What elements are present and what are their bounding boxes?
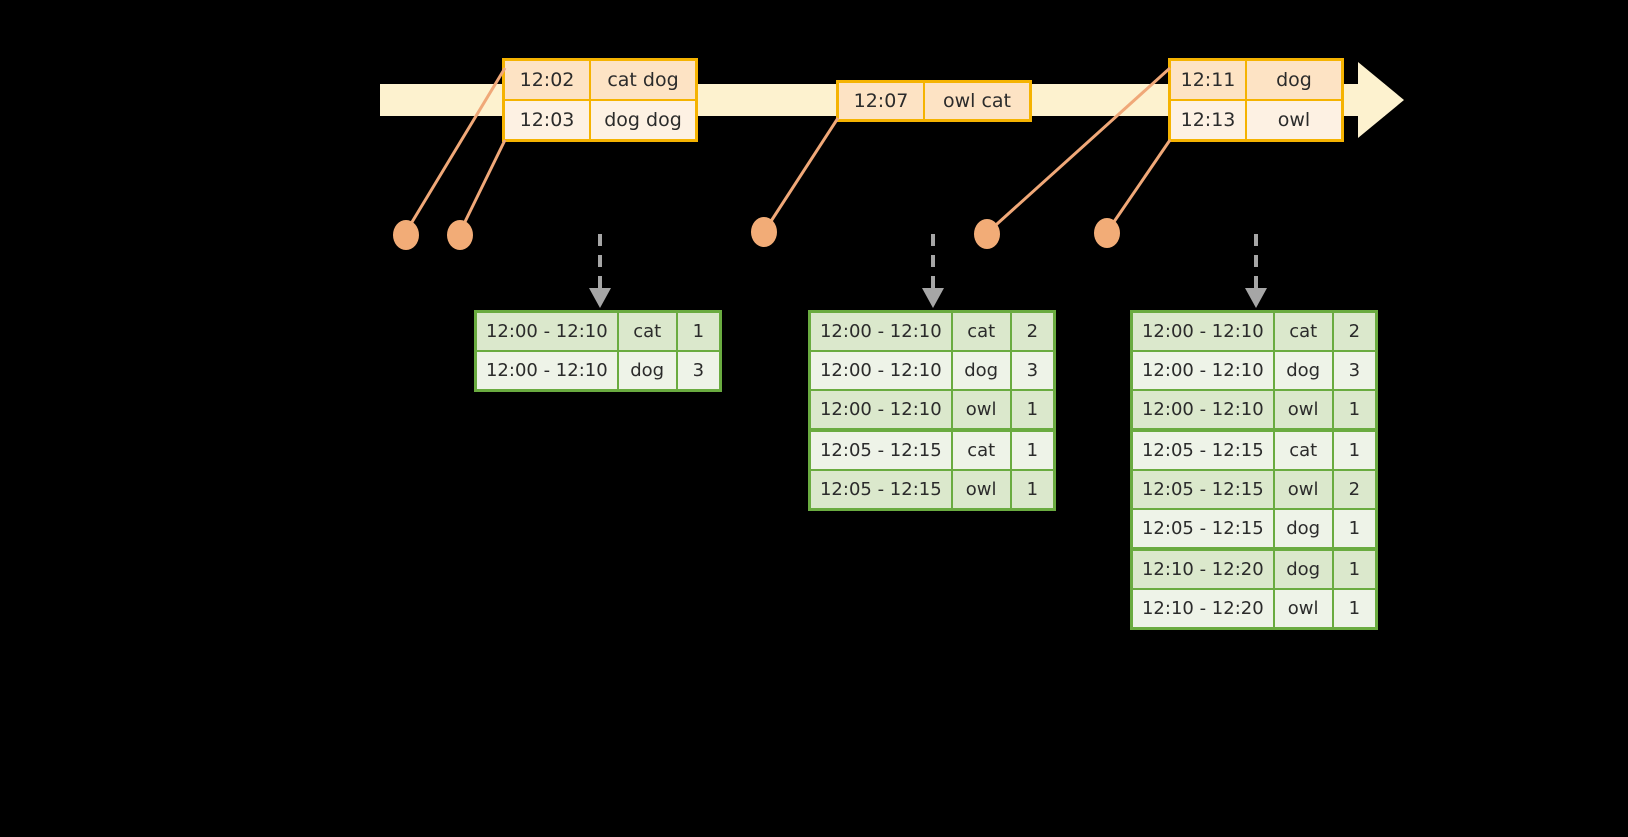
key-cell: owl	[953, 391, 1012, 428]
key-cell: dog	[1275, 551, 1334, 588]
table-row: 12:00 - 12:10 dog 3	[1133, 350, 1375, 389]
window-cell: 12:00 - 12:10	[1133, 391, 1275, 428]
window-cell: 12:00 - 12:10	[477, 352, 619, 389]
count-cell: 1	[1026, 399, 1039, 420]
event-row: 12:02 cat dog	[505, 61, 695, 99]
dashed-arrow-3	[1245, 234, 1267, 308]
count-cell: 1	[1348, 440, 1361, 461]
window-cell: 12:05 - 12:15	[1133, 471, 1275, 508]
count-cell: 1	[1348, 399, 1361, 420]
key-cell: cat	[953, 313, 1012, 350]
table-row: 12:10 - 12:20 owl 1	[1133, 588, 1375, 627]
timeline-arrowhead-icon	[1358, 62, 1404, 138]
window-cell: 12:00 - 12:10	[811, 352, 953, 389]
connector-line-5	[1105, 139, 1172, 233]
window-cell: 12:05 - 12:15	[1133, 432, 1275, 469]
key-cell: owl	[1275, 590, 1334, 627]
key-cell: cat	[619, 313, 678, 350]
count-cell: 1	[1348, 559, 1361, 580]
event-row: 12:13 owl	[1171, 99, 1341, 139]
table-row: 12:05 - 12:15 cat 1	[1133, 428, 1375, 469]
key-cell: owl	[1275, 391, 1334, 428]
table-row: 12:00 - 12:10 dog 3	[477, 350, 719, 389]
event-text: owl cat	[942, 90, 1012, 112]
stream-dot-3[interactable]	[751, 217, 777, 247]
event-group-1[interactable]: 12:02 cat dog 12:03 dog dog	[502, 58, 698, 142]
table-row: 12:00 - 12:10 owl 1	[1133, 389, 1375, 428]
window-cell: 12:05 - 12:15	[811, 432, 953, 469]
event-text: owl	[1277, 109, 1311, 131]
key-cell: owl	[1275, 471, 1334, 508]
window-cell: 12:00 - 12:10	[811, 313, 953, 350]
count-cell: 3	[1026, 360, 1039, 381]
event-time: 12:07	[839, 83, 925, 119]
result-table-1[interactable]: 12:00 - 12:10 cat 1 12:00 - 12:10 dog 3	[474, 310, 722, 392]
connector-line-2	[458, 139, 507, 233]
key-cell: cat	[1275, 432, 1334, 469]
event-row: 12:07 owl cat	[839, 83, 1029, 119]
table-row: 12:00 - 12:10 cat 2	[811, 313, 1053, 350]
dashed-arrow-1	[589, 234, 611, 308]
key-cell: dog	[619, 352, 678, 389]
connector-line-3	[762, 117, 840, 233]
window-cell: 12:00 - 12:10	[477, 313, 619, 350]
count-cell: 3	[1348, 360, 1361, 381]
dashed-arrow-2	[922, 234, 944, 308]
table-row: 12:05 - 12:15 owl 2	[1133, 469, 1375, 508]
window-cell: 12:05 - 12:15	[1133, 510, 1275, 547]
table-row: 12:00 - 12:10 dog 3	[811, 350, 1053, 389]
event-text: dog dog	[604, 109, 682, 131]
event-row: 12:11 dog	[1171, 61, 1341, 99]
key-cell: dog	[953, 352, 1012, 389]
window-cell: 12:10 - 12:20	[1133, 551, 1275, 588]
table-row: 12:00 - 12:10 cat 1	[477, 313, 719, 350]
count-cell: 2	[1348, 479, 1361, 500]
result-table-2[interactable]: 12:00 - 12:10 cat 2 12:00 - 12:10 dog 3 …	[808, 310, 1056, 511]
stream-dot-5[interactable]	[1094, 218, 1120, 248]
window-cell: 12:00 - 12:10	[811, 391, 953, 428]
count-cell: 1	[1348, 598, 1361, 619]
result-table-3[interactable]: 12:00 - 12:10 cat 2 12:00 - 12:10 dog 3 …	[1130, 310, 1378, 630]
count-cell: 1	[1026, 440, 1039, 461]
key-cell: dog	[1275, 352, 1334, 389]
key-cell: cat	[953, 432, 1012, 469]
event-group-3[interactable]: 12:11 dog 12:13 owl	[1168, 58, 1344, 142]
key-cell: cat	[1275, 313, 1334, 350]
event-text: cat dog	[607, 69, 679, 91]
count-cell: 1	[1026, 479, 1039, 500]
event-time: 12:02	[505, 61, 591, 99]
count-cell: 2	[1026, 321, 1039, 342]
stream-dot-1[interactable]	[393, 220, 419, 250]
table-row: 12:00 - 12:10 cat 2	[1133, 313, 1375, 350]
count-cell: 1	[1348, 518, 1361, 539]
window-cell: 12:00 - 12:10	[1133, 352, 1275, 389]
table-row: 12:10 - 12:20 dog 1	[1133, 547, 1375, 588]
event-time: 12:11	[1171, 61, 1247, 99]
event-row: 12:03 dog dog	[505, 99, 695, 139]
key-cell: owl	[953, 471, 1012, 508]
count-cell: 1	[692, 321, 705, 342]
event-time: 12:03	[505, 101, 591, 139]
table-row: 12:05 - 12:15 owl 1	[811, 469, 1053, 508]
event-group-2[interactable]: 12:07 owl cat	[836, 80, 1032, 122]
window-cell: 12:10 - 12:20	[1133, 590, 1275, 627]
window-cell: 12:05 - 12:15	[811, 471, 953, 508]
table-row: 12:05 - 12:15 cat 1	[811, 428, 1053, 469]
count-cell: 2	[1348, 321, 1361, 342]
table-row: 12:00 - 12:10 owl 1	[811, 389, 1053, 428]
stream-dot-2[interactable]	[447, 220, 473, 250]
event-time: 12:13	[1171, 101, 1247, 139]
event-text: dog	[1276, 69, 1312, 91]
count-cell: 3	[692, 360, 705, 381]
table-row: 12:05 - 12:15 dog 1	[1133, 508, 1375, 547]
stream-dot-4[interactable]	[974, 219, 1000, 249]
key-cell: dog	[1275, 510, 1334, 547]
window-cell: 12:00 - 12:10	[1133, 313, 1275, 350]
